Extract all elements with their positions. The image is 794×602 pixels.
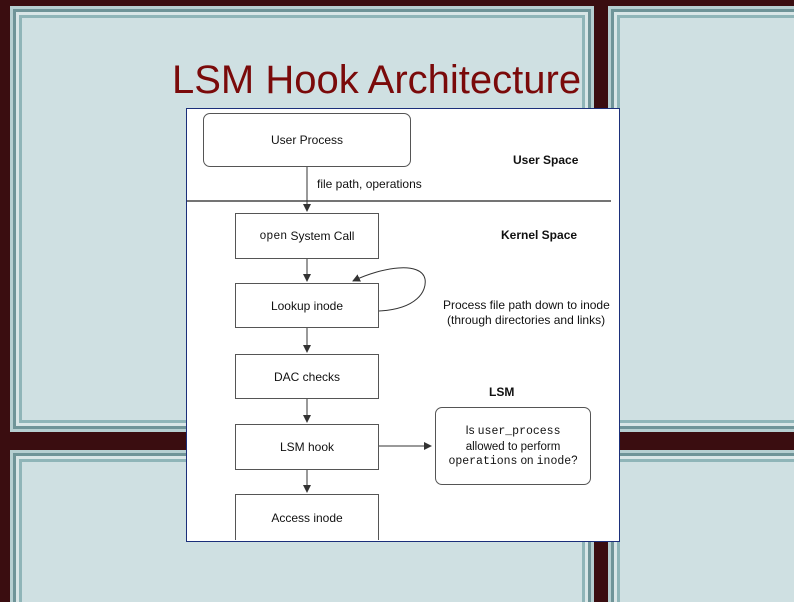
open-call-label: System Call (287, 229, 355, 243)
question-user-process: user_process (477, 425, 561, 438)
lookup-inode-label: Lookup inode (270, 298, 344, 313)
lsm-architecture-diagram: User Process User Space file path, opera… (186, 108, 620, 542)
slide-title: LSM Hook Architecture (172, 58, 582, 102)
question-inode: inode (536, 455, 572, 468)
question-operations: operations (448, 455, 518, 468)
loop-arrow-lookup (352, 267, 426, 312)
access-inode-label: Access inode (271, 510, 343, 525)
background-panel-bottom-right (620, 462, 794, 602)
lsm-label: LSM (489, 385, 515, 399)
question-text-is: Is (465, 425, 478, 437)
process-path-line-1: Process file path down to inode (443, 298, 610, 312)
open-call-keyword: open (259, 229, 288, 243)
kernel-space-label: Kernel Space (501, 228, 578, 242)
user-space-label: User Space (513, 153, 579, 167)
question-line-2: allowed to perform (465, 440, 561, 453)
question-on: on (517, 455, 537, 467)
open-system-call-node: open System Call (235, 213, 379, 259)
question-mark: ? (571, 455, 578, 467)
permission-question-node: Is user_process allowed to perform opera… (435, 407, 591, 485)
access-inode-node: Access inode (235, 494, 379, 540)
lsm-hook-label: LSM hook (279, 440, 335, 454)
process-path-line-2: (through directories and links) (447, 313, 606, 327)
lookup-inode-node: Lookup inode (235, 283, 379, 328)
edge-label-file-path: file path, operations (317, 177, 422, 191)
dac-checks-node: DAC checks (235, 354, 379, 399)
background-panel-top-right (620, 18, 794, 420)
user-process-label: User Process (270, 133, 344, 147)
question-line-1: Is user_process (436, 424, 590, 440)
diagram-connectors (187, 167, 611, 493)
user-process-node: User Process (203, 113, 411, 167)
lsm-hook-node: LSM hook (235, 424, 379, 470)
dac-checks-label: DAC checks (273, 369, 341, 384)
question-line-3: operations on inode? (436, 454, 590, 470)
